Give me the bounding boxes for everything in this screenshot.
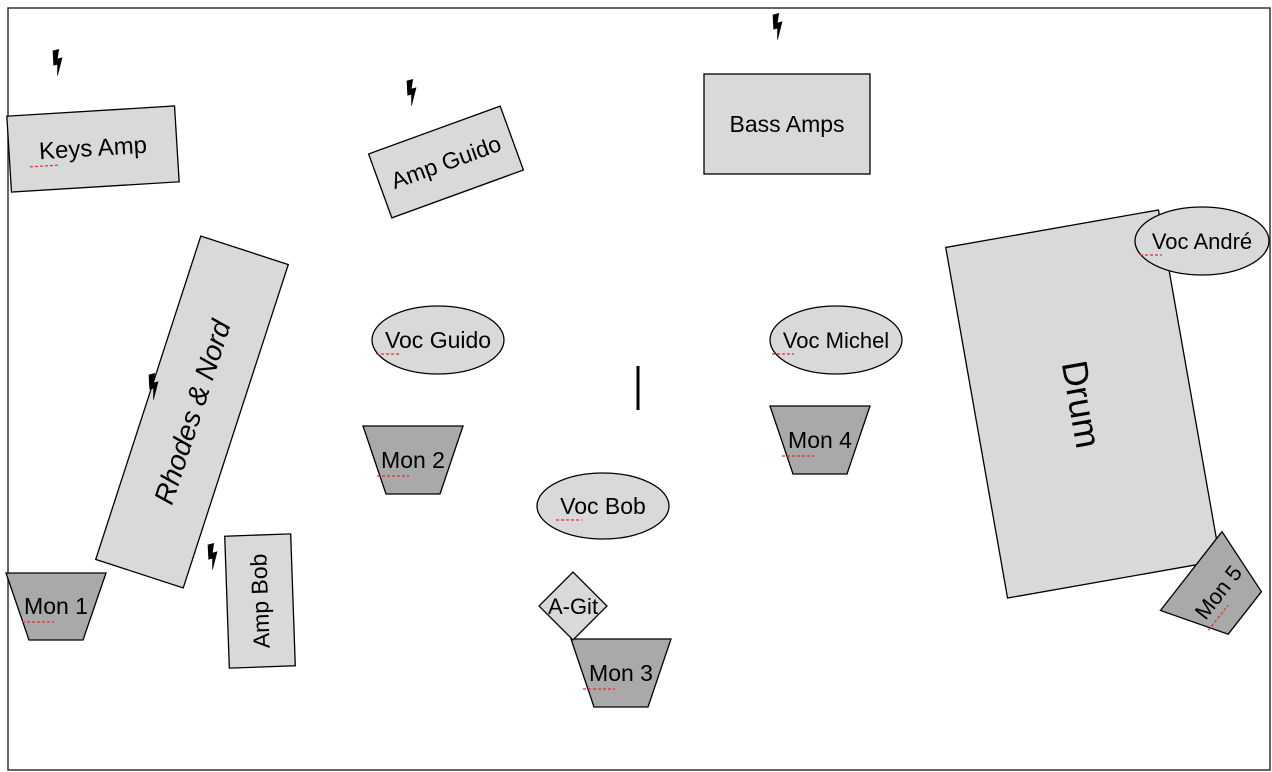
bass-amps[interactable]: Bass Amps <box>703 73 871 175</box>
voc-bob-mic[interactable]: Voc Bob <box>536 472 670 540</box>
mon-1-label: Mon 1 <box>24 593 88 619</box>
keys-amp-label: Keys Amp <box>38 132 147 166</box>
monitor-1[interactable]: Mon 1 <box>5 572 107 641</box>
drum-riser[interactable]: Drum <box>944 209 1222 599</box>
bob-amp[interactable]: Amp Bob <box>224 533 296 669</box>
guido-amp[interactable]: Amp Guido <box>367 105 525 219</box>
voc-michel-mic[interactable]: Voc Michel <box>769 305 903 375</box>
voc-andre-label: Voc André <box>1152 229 1252 254</box>
voc-guido-mic[interactable]: Voc Guido <box>371 305 505 375</box>
mon-2-label: Mon 2 <box>381 447 445 473</box>
mon-4-label: Mon 4 <box>788 427 852 453</box>
acoustic-guitar-label: A-Git <box>548 594 598 619</box>
mon-3-label: Mon 3 <box>589 660 653 686</box>
voc-michel-label: Voc Michel <box>783 328 889 353</box>
bob-amp-label: Amp Bob <box>245 553 274 648</box>
keys-amp[interactable]: Keys Amp <box>6 105 180 193</box>
acoustic-guitar[interactable] <box>538 571 608 641</box>
voc-guido-label: Voc Guido <box>385 327 491 353</box>
bass-amps-label: Bass Amps <box>729 111 844 137</box>
monitor-4[interactable]: Mon 4 <box>769 405 871 475</box>
monitor-2[interactable]: Mon 2 <box>362 425 464 495</box>
voc-bob-label: Voc Bob <box>560 493 646 519</box>
monitor-3[interactable]: Mon 3 <box>570 638 672 708</box>
monitor-5[interactable]: Mon 5 <box>1159 530 1272 653</box>
voc-andre-mic[interactable]: Voc André <box>1134 206 1270 276</box>
